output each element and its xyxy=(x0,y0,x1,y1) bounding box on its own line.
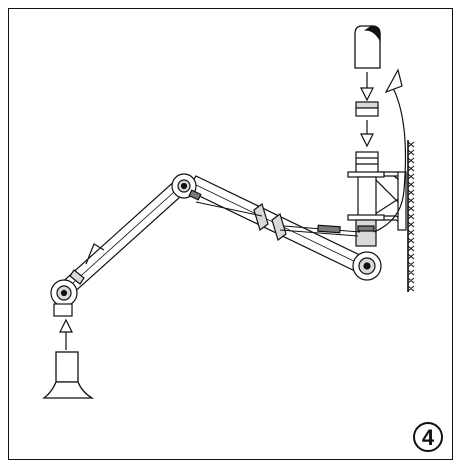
downward-arrow-icon xyxy=(360,120,374,148)
downward-arrow-icon xyxy=(360,72,374,102)
upward-arrow-icon xyxy=(59,318,73,350)
lower-arm-segment xyxy=(57,177,191,297)
wall-hatch-icon xyxy=(407,141,415,292)
arm-joint-icon xyxy=(50,279,78,317)
vertical-column xyxy=(347,151,385,247)
adapter-ring-icon xyxy=(355,101,379,117)
arm-joint-icon xyxy=(352,251,382,281)
wall xyxy=(407,140,415,292)
step-badge: 4 xyxy=(413,422,443,452)
curved-arrow-icon xyxy=(373,68,407,233)
upper-arm-segment xyxy=(186,175,367,273)
step-number: 4 xyxy=(422,425,435,450)
motor-fan-icon xyxy=(354,25,381,69)
page-frame xyxy=(8,8,453,460)
arm-joint-icon xyxy=(171,173,202,201)
hood-icon xyxy=(42,351,95,399)
